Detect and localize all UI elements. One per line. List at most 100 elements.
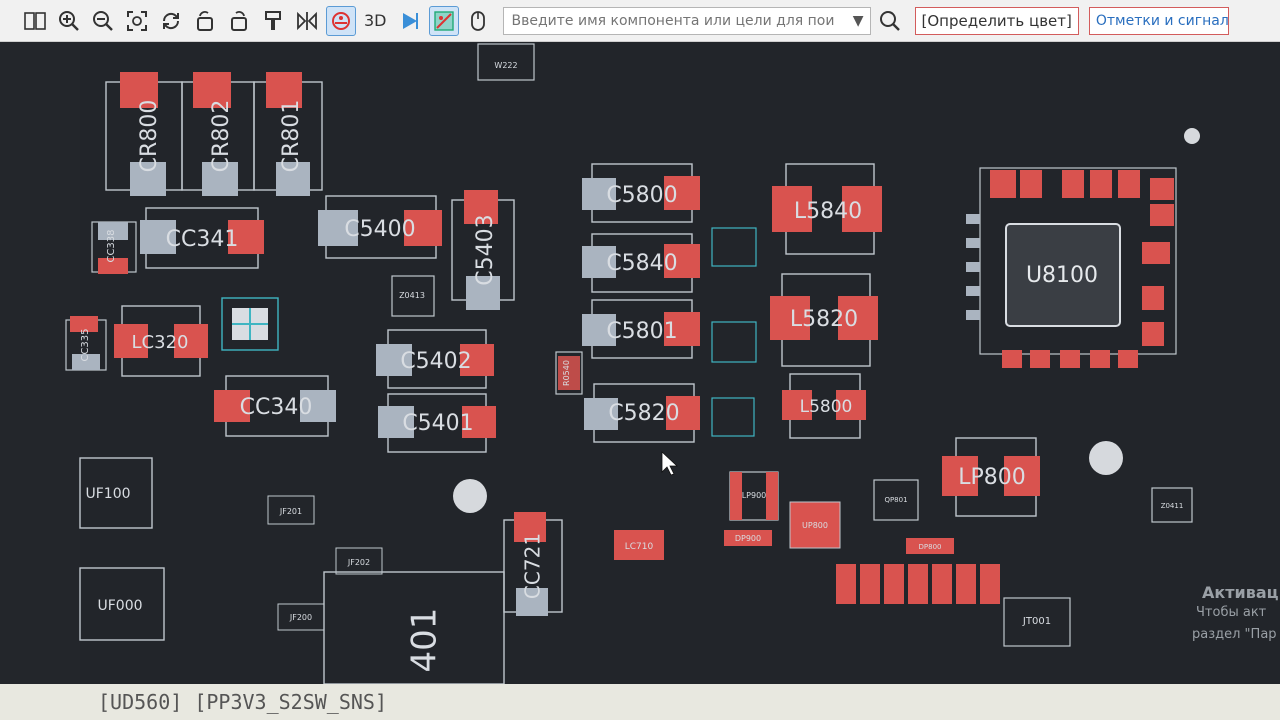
component-resistor-row[interactable] [836,564,1000,604]
component-search-box[interactable]: ▼ [502,6,871,35]
mount-hole-3 [1184,128,1200,144]
label-u401: 401 [405,608,445,673]
activate-line2: Чтобы акт [1196,605,1267,620]
label-dp800: DP800 [919,543,942,551]
component-l5820[interactable]: L5820 [770,273,878,367]
label-c5401: C5401 [402,411,473,436]
component-lc320[interactable]: LC320 [114,305,208,377]
component-c5801[interactable]: C5801 [582,299,700,359]
label-l5800: L5800 [800,397,853,417]
label-l5840: L5840 [794,199,862,224]
label-c5800: C5800 [606,183,677,208]
rotate-left-icon[interactable] [190,6,220,36]
label-c5402: C5402 [400,349,471,374]
component-ic-small-1[interactable] [221,297,279,351]
label-lp900: LP900 [742,491,767,500]
label-c5820: C5820 [608,401,679,426]
component-u8100[interactable]: U8100 [966,167,1177,368]
component-jf202[interactable]: JF202 [335,547,383,575]
pcb-canvas[interactable]: CR800 CR802 CR801 CC338 CC341 C5400 C [0,42,1280,684]
component-cc721[interactable]: CC721 [503,512,563,616]
component-cr801[interactable]: CR801 [253,72,323,196]
component-cc341[interactable]: CC341 [140,207,264,269]
component-dp800[interactable]: DP800 [906,538,954,554]
label-lp800: LP800 [958,465,1026,490]
label-z0413: Z0413 [399,291,425,300]
fit-view-icon[interactable] [122,6,152,36]
search-icon[interactable] [875,6,905,36]
view-3d-button[interactable]: 3D [364,11,387,30]
label-z0411: Z0411 [1161,502,1184,510]
define-color-button[interactable]: [Определить цвет] [914,6,1079,35]
component-c5800[interactable]: C5800 [582,163,700,223]
activate-line1: Активац [1202,583,1279,602]
refresh-icon[interactable] [156,6,186,36]
component-c5402[interactable]: C5402 [376,329,494,389]
label-r0540: R0540 [562,360,571,386]
pcb-view-icon[interactable] [326,5,356,36]
component-c5403[interactable]: C5403 [451,190,515,310]
component-w222[interactable]: W222 [477,43,535,81]
component-ic-small-3[interactable] [711,321,757,363]
component-up800[interactable]: UP800 [789,501,841,549]
mouse-icon[interactable] [463,6,493,36]
label-cc340: CC340 [240,395,313,420]
label-uf000: UF000 [97,598,142,614]
component-uf100[interactable]: UF100 [79,457,153,529]
label-qp801: QP801 [884,496,907,504]
net-highlight-icon[interactable] [428,5,459,36]
mouse-cursor [661,451,679,476]
component-qp801[interactable]: QP801 [873,479,919,521]
component-uf000[interactable]: UF000 [79,567,165,641]
split-view-icon[interactable] [20,6,50,36]
paint-brush-icon[interactable] [258,6,288,36]
component-z0413[interactable]: Z0413 [391,275,435,317]
component-jt001[interactable]: JT001 [1003,597,1071,647]
component-u401[interactable]: 401 [323,571,505,684]
component-z0411[interactable]: Z0411 [1151,487,1193,523]
component-c5400[interactable]: C5400 [318,195,442,259]
rotate-right-icon[interactable] [224,6,254,36]
component-cc335[interactable]: CC335 [65,316,107,371]
component-search-input[interactable] [509,11,853,30]
component-c5401[interactable]: C5401 [378,393,496,453]
mirror-icon[interactable] [292,6,322,36]
toolbar: 3D ▼ [Определить цвет] Отметки и сигналы [0,0,1280,42]
component-c5840[interactable]: C5840 [582,233,700,293]
component-dp900[interactable]: DP900 [724,530,772,546]
component-lp800[interactable]: LP800 [942,437,1040,517]
component-l5840[interactable]: L5840 [772,163,882,255]
label-u8100: U8100 [1026,263,1098,288]
component-cr800[interactable]: CR800 [105,72,183,196]
play-arrow-icon[interactable] [395,6,425,36]
label-c5840: C5840 [606,251,677,276]
component-jf201[interactable]: JF201 [267,495,315,525]
label-c5403: C5403 [473,214,498,285]
component-ic-small-4[interactable] [711,397,755,437]
component-lp900[interactable]: LP900 [729,471,779,521]
zoom-out-icon[interactable] [88,6,118,36]
label-jf202: JF202 [347,558,370,567]
mount-hole-2 [453,479,487,513]
label-lc710: LC710 [625,542,654,552]
chevron-down-icon[interactable]: ▼ [852,12,864,29]
component-l5800[interactable]: L5800 [782,373,866,439]
label-l5820: L5820 [790,307,858,332]
component-lc710[interactable]: LC710 [614,530,664,560]
component-ic-small-2[interactable] [711,227,757,267]
marks-and-signals-button[interactable]: Отметки и сигналы [1088,6,1229,35]
component-c5820[interactable]: C5820 [584,383,700,443]
component-r0540[interactable]: R0540 [555,351,583,395]
component-cr802[interactable]: CR802 [181,72,255,196]
label-cr802: CR802 [209,100,234,173]
component-cc340[interactable]: CC340 [214,375,336,437]
status-bar: [UD560] [PP3V3_S2SW_SNS] [0,684,1280,720]
label-cc335: CC335 [80,328,91,361]
label-cc341: CC341 [166,227,239,252]
label-jf201: JF201 [279,507,302,516]
label-cr800: CR800 [137,100,162,173]
zoom-in-icon[interactable] [54,6,84,36]
label-cr801: CR801 [279,100,304,173]
component-cc338[interactable]: CC338 [91,221,137,274]
activate-line3: раздел "Пар [1192,627,1277,642]
